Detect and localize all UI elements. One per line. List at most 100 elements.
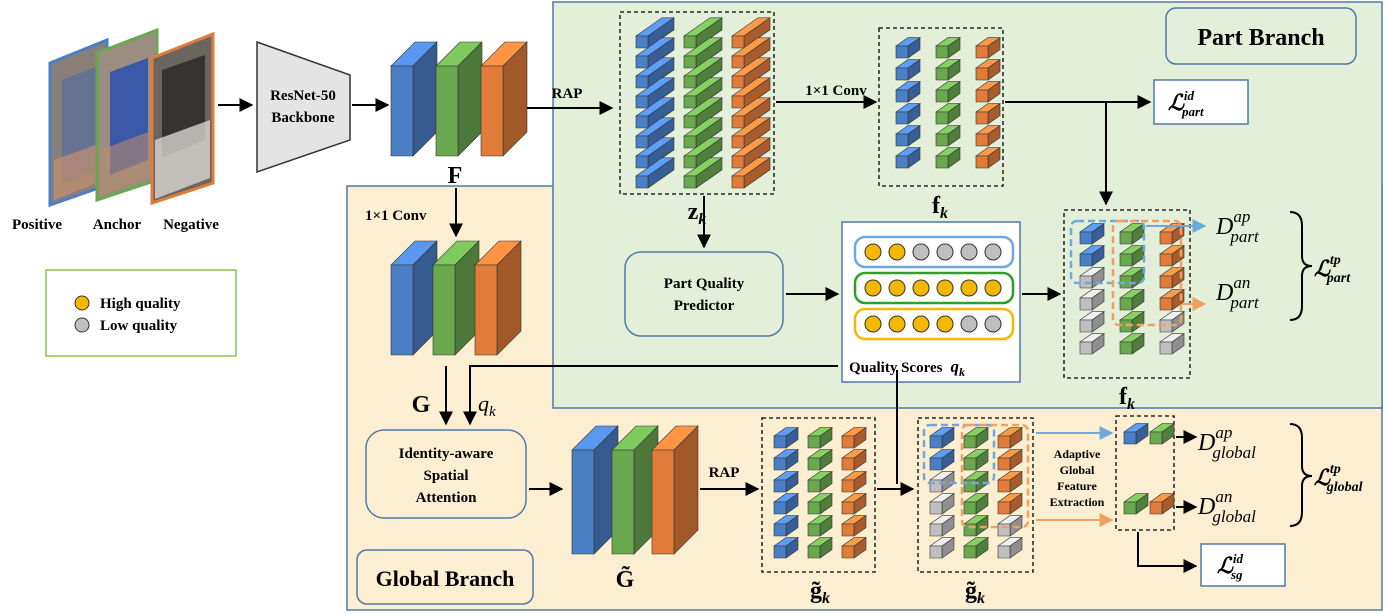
gk-weighted-cube	[963, 427, 989, 449]
fk-cube	[935, 147, 961, 169]
gk-cube	[773, 515, 799, 537]
zk-cube	[683, 17, 723, 49]
part-branch-title: Part Branch	[1197, 25, 1324, 51]
quality-dots	[864, 243, 1002, 333]
high-quality-dot-icon	[888, 279, 906, 297]
high-quality-dot-icon	[936, 315, 954, 333]
low-quality-dot-icon	[984, 243, 1002, 261]
low-quality-dot-icon	[74, 317, 90, 333]
fk-weighted-cube	[1079, 333, 1105, 355]
anchor-positive-highlight	[1069, 219, 1146, 285]
gk-weighted-box	[917, 417, 1034, 573]
zk-cube	[683, 117, 723, 149]
global-selected-box	[1115, 415, 1175, 531]
part-conv-label: 1×1 Conv	[805, 83, 867, 99]
gk-cube	[807, 493, 833, 515]
part-branch-title-box	[1165, 7, 1357, 65]
zk-cubes	[635, 17, 771, 189]
gk-cube	[841, 471, 867, 493]
gk-weighted-cube	[929, 427, 955, 449]
fk-cube	[975, 37, 1001, 59]
input-images	[48, 27, 215, 208]
anchor-label: Anchor	[93, 217, 142, 233]
fk-cube	[895, 59, 921, 81]
negative-image	[150, 31, 215, 206]
F-slab-2	[435, 41, 483, 157]
feature-map-F-label: F	[448, 163, 463, 189]
gk-cubes	[773, 427, 867, 559]
high-quality-dot-icon	[912, 279, 930, 297]
fk-cube	[935, 37, 961, 59]
fk-cube	[895, 103, 921, 125]
attention-line3: Attention	[416, 490, 477, 506]
gk-cube	[841, 493, 867, 515]
fk-cube	[895, 81, 921, 103]
gk-cube	[841, 449, 867, 471]
predictor-line1: Part Quality	[664, 276, 745, 292]
gk-cube	[773, 537, 799, 559]
zk-cube	[683, 57, 723, 89]
adaptive-line2: Global	[1060, 463, 1095, 477]
resnet-backbone	[256, 40, 351, 174]
legend-high: High quality	[100, 296, 181, 312]
gk-cube	[773, 471, 799, 493]
fk-cube	[935, 81, 961, 103]
high-quality-dot-icon	[864, 243, 882, 261]
zk-cube	[635, 157, 675, 189]
zk-cube	[683, 157, 723, 189]
global-anchor-negative-highlight	[960, 423, 1030, 529]
zk-cube	[683, 77, 723, 109]
selected-anchor-positive-cube	[1123, 423, 1149, 445]
fk-cubes	[895, 37, 1001, 169]
global-rap-label: RAP	[709, 465, 740, 481]
gk-cube	[807, 515, 833, 537]
zk-cube	[635, 57, 675, 89]
backbone-line2: Backbone	[271, 110, 335, 126]
fk-cube	[935, 59, 961, 81]
quality-row-3	[853, 307, 1015, 341]
high-quality-dot-icon	[936, 279, 954, 297]
positive-label: Positive	[12, 217, 62, 233]
gk-cube	[773, 427, 799, 449]
feature-map-F	[390, 41, 528, 157]
gk-weighted-cube	[997, 493, 1023, 515]
global-anchor-positive-highlight	[922, 423, 996, 485]
fk-weighted-cube	[1079, 311, 1105, 333]
g-tilde-label: G̃	[616, 567, 635, 593]
adaptive-line4: Extraction	[1050, 495, 1105, 509]
high-quality-dot-icon	[888, 243, 906, 261]
global-brace	[1289, 423, 1313, 527]
G-tilde-slab-1	[571, 425, 619, 555]
zk-cube	[635, 97, 675, 129]
fk-weighted-cube	[1079, 223, 1105, 245]
fk-weighted-cube	[1159, 333, 1185, 355]
gk-cube	[807, 537, 833, 559]
fk-cube	[935, 125, 961, 147]
identity-aware-attention	[365, 429, 527, 519]
legend-box	[45, 269, 237, 357]
F-slab-1	[390, 41, 438, 157]
zk-cube	[635, 77, 675, 109]
zk-cube	[683, 37, 723, 69]
zk-cube	[731, 137, 771, 169]
fk-cube	[975, 125, 1001, 147]
high-quality-dot-icon	[984, 279, 1002, 297]
predictor-line2: Predictor	[674, 298, 735, 314]
zk-cube	[731, 77, 771, 109]
fk-label: fk	[932, 193, 948, 222]
global-selected-cubes	[1123, 423, 1175, 515]
high-quality-dot-icon	[888, 315, 906, 333]
anchor-negative-highlight	[1111, 219, 1183, 327]
negative-label: Negative	[163, 217, 219, 233]
low-quality-dot-icon	[960, 243, 978, 261]
part-brace	[1289, 211, 1313, 321]
fk-cube	[975, 147, 1001, 169]
gk-weighted-cube	[963, 493, 989, 515]
gk-weighted-cube	[929, 537, 955, 559]
high-quality-dot-icon	[864, 279, 882, 297]
